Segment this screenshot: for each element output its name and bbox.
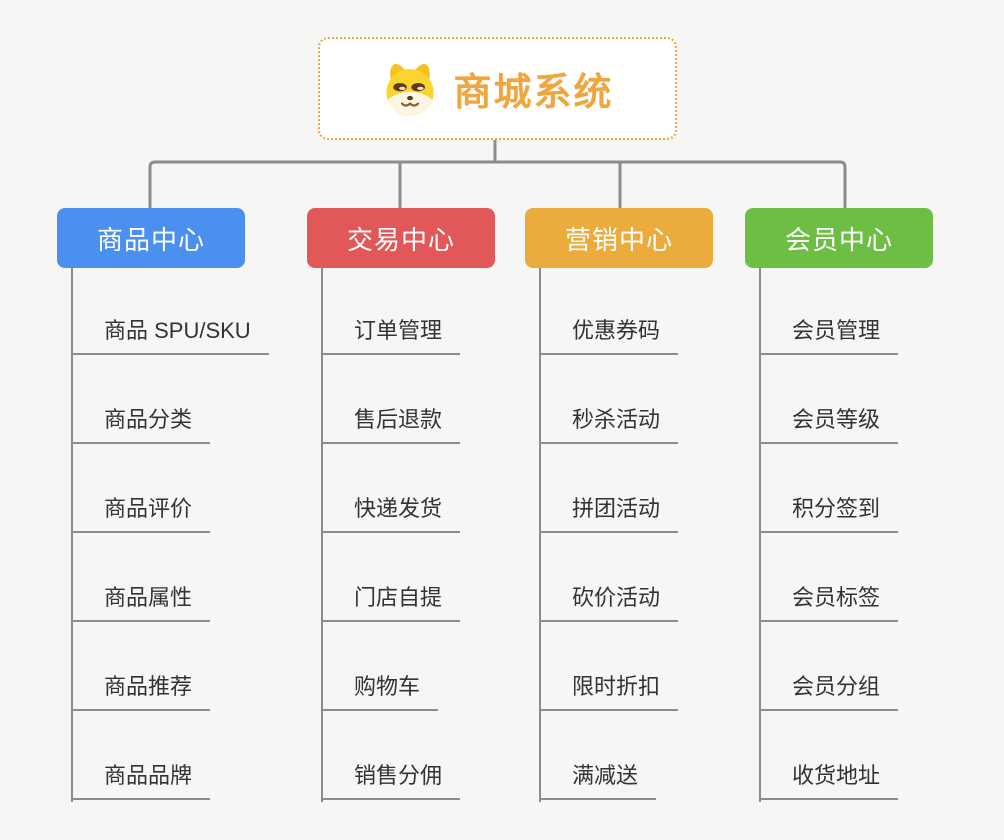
topic-node[interactable]: 砍价活动 bbox=[539, 580, 679, 622]
branch-trunk-line bbox=[759, 268, 761, 802]
branch-node-marketing-center[interactable]: 营销中心 bbox=[525, 208, 713, 268]
shiba-dog-icon bbox=[386, 63, 435, 116]
branch-topic-list: 优惠券码 秒杀活动 拼团活动 砍价活动 限时折扣 满减送 bbox=[539, 268, 679, 800]
branch-product-center: 商品中心 商品 SPU/SKU 商品分类 商品评价 商品属性 商品推荐 商品品牌 bbox=[57, 208, 269, 802]
branch-topic-list: 会员管理 会员等级 积分签到 会员标签 会员分组 收货地址 bbox=[759, 268, 899, 800]
topic-node[interactable]: 会员管理 bbox=[759, 313, 899, 355]
branch-trunk-line bbox=[321, 268, 323, 802]
branch-marketing-center: 营销中心 优惠券码 秒杀活动 拼团活动 砍价活动 限时折扣 满减送 bbox=[525, 208, 713, 802]
topic-node[interactable]: 会员分组 bbox=[759, 669, 899, 711]
topic-node[interactable]: 积分签到 bbox=[759, 491, 899, 533]
topic-node[interactable]: 会员等级 bbox=[759, 402, 899, 444]
branch-topic-list: 订单管理 售后退款 快递发货 门店自提 购物车 销售分佣 bbox=[321, 268, 461, 800]
branch-node-member-center[interactable]: 会员中心 bbox=[745, 208, 933, 268]
topic-node[interactable]: 满减送 bbox=[539, 758, 657, 800]
topic-node[interactable]: 售后退款 bbox=[321, 402, 461, 444]
topic-node[interactable]: 拼团活动 bbox=[539, 491, 679, 533]
topic-node[interactable]: 秒杀活动 bbox=[539, 402, 679, 444]
topic-node[interactable]: 商品品牌 bbox=[71, 758, 211, 800]
branch-trade-center: 交易中心 订单管理 售后退款 快递发货 门店自提 购物车 销售分佣 bbox=[307, 208, 495, 802]
branch-member-center: 会员中心 会员管理 会员等级 积分签到 会员标签 会员分组 收货地址 bbox=[745, 208, 933, 802]
topic-node[interactable]: 收货地址 bbox=[759, 758, 899, 800]
topic-node[interactable]: 商品评价 bbox=[71, 491, 211, 533]
topic-node[interactable]: 会员标签 bbox=[759, 580, 899, 622]
topic-node[interactable]: 门店自提 bbox=[321, 580, 461, 622]
topic-node[interactable]: 商品属性 bbox=[71, 580, 211, 622]
topic-node[interactable]: 快递发货 bbox=[321, 491, 461, 533]
branch-trunk-line bbox=[539, 268, 541, 802]
topic-node[interactable]: 优惠券码 bbox=[539, 313, 679, 355]
topic-node[interactable]: 限时折扣 bbox=[539, 669, 679, 711]
branch-trunk-line bbox=[71, 268, 73, 802]
branch-node-trade-center[interactable]: 交易中心 bbox=[307, 208, 495, 268]
branch-topic-list: 商品 SPU/SKU 商品分类 商品评价 商品属性 商品推荐 商品品牌 bbox=[71, 268, 269, 800]
topic-node[interactable]: 商品分类 bbox=[71, 402, 211, 444]
root-node[interactable]: 商城系统 bbox=[318, 37, 677, 140]
topic-node[interactable]: 购物车 bbox=[321, 669, 439, 711]
branch-node-product-center[interactable]: 商品中心 bbox=[57, 208, 245, 268]
topic-node[interactable]: 商品 SPU/SKU bbox=[71, 313, 269, 355]
topic-node[interactable]: 销售分佣 bbox=[321, 758, 461, 800]
root-title: 商城系统 bbox=[453, 72, 614, 114]
topic-node[interactable]: 订单管理 bbox=[321, 313, 461, 355]
topic-node[interactable]: 商品推荐 bbox=[71, 669, 211, 711]
